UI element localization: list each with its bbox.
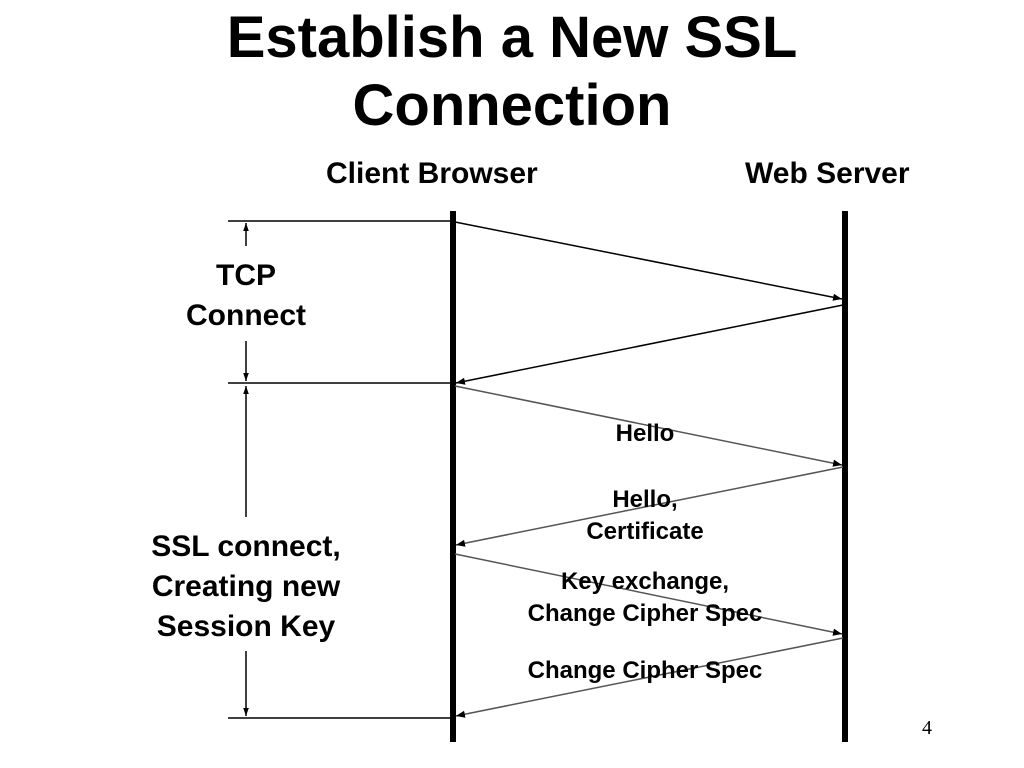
change-cipher-arrow — [455, 637, 844, 718]
ssl-connect-line2: Creating new — [151, 570, 341, 603]
hello-message: Hello — [615, 420, 675, 447]
tcp-syn-arrow — [454, 221, 843, 301]
key-exchange-line2: Change Cipher Spec — [527, 600, 763, 627]
ssl-connect-line1: SSL connect, — [151, 530, 341, 563]
page-number: 4 — [922, 717, 932, 739]
ssl-connect-label: SSL connect, Creating new Session Key — [120, 527, 372, 647]
hello-cert-arrow — [455, 466, 844, 547]
tcp-connect-line1: TCP — [216, 259, 276, 292]
tcp-connect-line2: Connect — [186, 299, 306, 332]
key-exchange-line1: Key exchange, — [560, 568, 730, 595]
hello-arrow — [454, 385, 843, 467]
key-exchange-arrow — [454, 553, 843, 636]
tcp-connect-label: TCP Connect — [146, 256, 346, 336]
hello-certificate-line2: Certificate — [586, 518, 704, 545]
tcp-synack-arrow — [455, 304, 844, 385]
slide-title: Establish a New SSL Connection — [0, 4, 1024, 140]
slide-title-line2: Connection — [352, 73, 672, 138]
ssl-connect-line3: Session Key — [156, 610, 336, 643]
slide-title-line1: Establish a New SSL — [226, 5, 798, 70]
web-server-label: Web Server — [745, 157, 910, 190]
client-browser-label: Client Browser — [326, 157, 538, 190]
hello-certificate-message: Hello, Certificate — [545, 484, 745, 548]
change-cipher-spec-message: Change Cipher Spec — [527, 657, 763, 684]
key-exchange-message: Key exchange, Change Cipher Spec — [495, 566, 795, 630]
hello-certificate-line1: Hello, — [612, 486, 678, 513]
